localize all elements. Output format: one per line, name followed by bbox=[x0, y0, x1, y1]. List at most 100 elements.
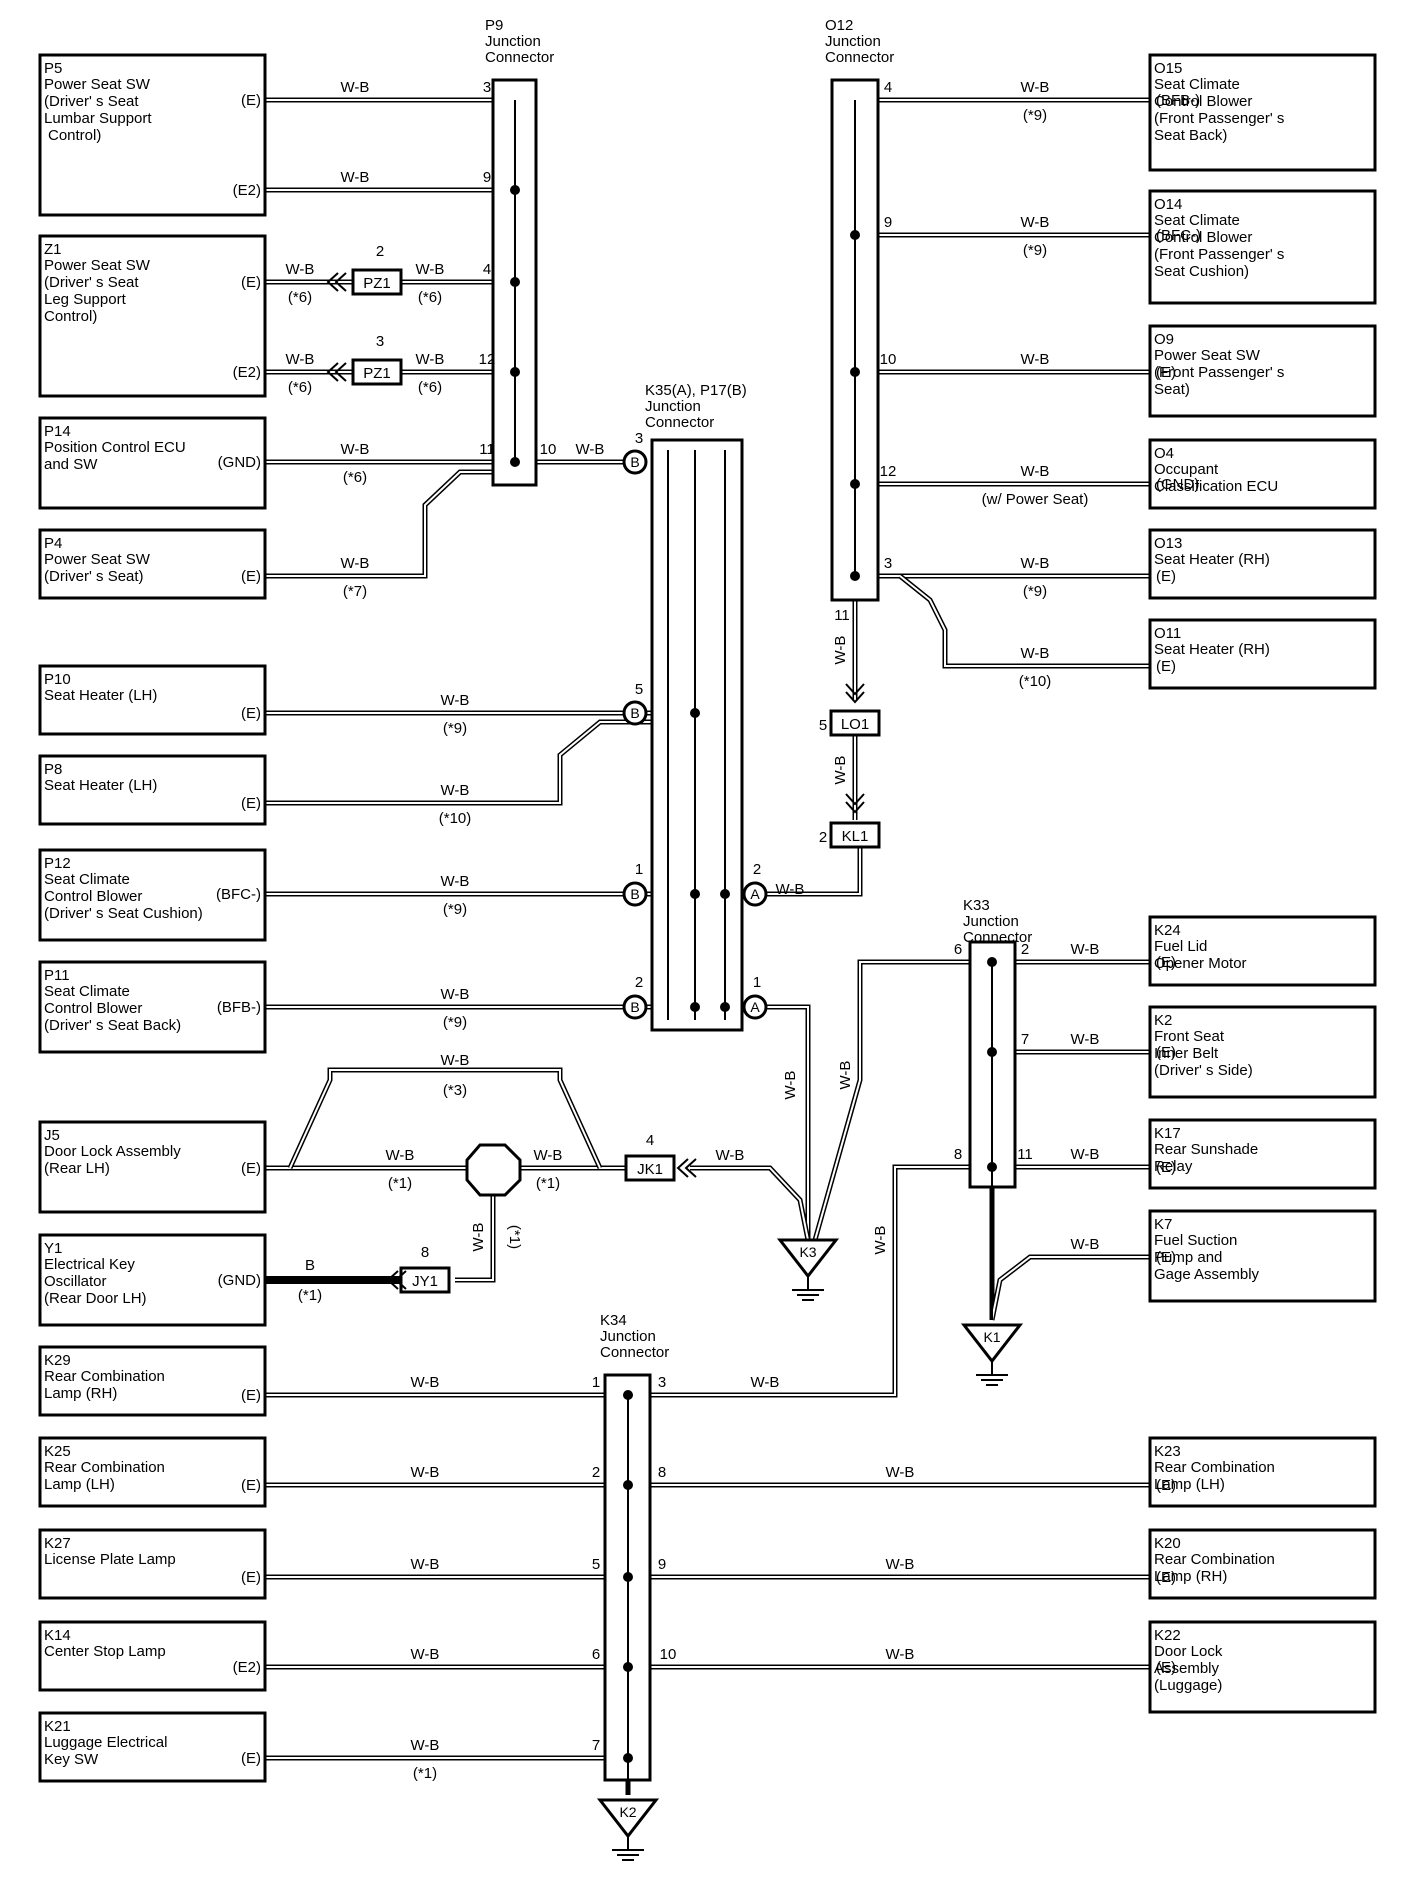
k34-splice bbox=[623, 1572, 633, 1582]
pin-number: 2 bbox=[753, 861, 761, 878]
component-label-k17: Relay bbox=[1154, 1158, 1193, 1175]
pin-number: 10 bbox=[660, 1646, 677, 1663]
wire-label-vertical: W-B bbox=[837, 1061, 854, 1090]
note-label: (*9) bbox=[1023, 107, 1047, 124]
wire-label: W-B bbox=[751, 1374, 780, 1391]
component-code-p10: P10 bbox=[44, 671, 71, 688]
pin-number: 6 bbox=[592, 1646, 600, 1663]
pin-label-k21: (E) bbox=[241, 1750, 261, 1767]
component-label-k7: Gage Assembly bbox=[1154, 1266, 1260, 1283]
component-code-p11: P11 bbox=[44, 967, 70, 984]
component-label-k22: Door Lock bbox=[1154, 1643, 1223, 1660]
wire-label-vertical: W-B bbox=[872, 1226, 889, 1255]
pin-number: 12 bbox=[880, 463, 897, 480]
pin-number: 3 bbox=[635, 430, 643, 447]
note-label: (*1) bbox=[536, 1175, 560, 1192]
component-label-p11: Seat Climate bbox=[44, 983, 130, 1000]
component-code-k20: K20 bbox=[1154, 1535, 1181, 1552]
component-code-k25: K25 bbox=[44, 1443, 71, 1460]
pin-number: 5 bbox=[819, 717, 827, 734]
component-label-o15: Seat Back) bbox=[1154, 127, 1227, 144]
wire-jk1-k3 bbox=[690, 1165, 811, 1241]
connector-pz1-b-label: PZ1 bbox=[363, 365, 391, 382]
wire-label: W-B bbox=[341, 169, 370, 186]
wire-label: W-B bbox=[416, 261, 445, 278]
wire-label: W-B bbox=[886, 1556, 915, 1573]
k35-splice bbox=[720, 1002, 730, 1012]
component-k7 bbox=[1148, 1209, 1377, 1303]
connector-kl1 bbox=[829, 821, 881, 849]
component-code-k21: K21 bbox=[44, 1718, 71, 1735]
arrow-jy1 bbox=[394, 1270, 407, 1290]
component-code-o11: O11 bbox=[1154, 625, 1181, 642]
component-code-p14: P14 bbox=[44, 423, 71, 440]
component-label-z1: Leg Support bbox=[44, 291, 127, 308]
component-code-k17: K17 bbox=[1154, 1125, 1181, 1142]
component-label-k7: Pump and bbox=[1154, 1249, 1222, 1266]
wire-label: W-B bbox=[1071, 1031, 1100, 1048]
component-label-o15: (Front Passenger' s bbox=[1154, 110, 1284, 127]
wire-label: W-B bbox=[411, 1646, 440, 1663]
component-k21 bbox=[38, 1711, 267, 1783]
ground-k3 bbox=[776, 1238, 840, 1279]
component-code-k7: K7 bbox=[1154, 1216, 1172, 1233]
k34-splice bbox=[623, 1480, 633, 1490]
component-label-y1: (Rear Door LH) bbox=[44, 1290, 147, 1307]
component-label-j5: Door Lock Assembly bbox=[44, 1143, 181, 1160]
wire-label: W-B bbox=[411, 1374, 440, 1391]
wire-k35-a2-core bbox=[755, 840, 861, 895]
junction-title-k34: K34 bbox=[600, 1312, 627, 1329]
component-label-o9: Seat) bbox=[1154, 381, 1190, 398]
k35-pin-b5 bbox=[622, 700, 648, 726]
note-label: (*6) bbox=[343, 469, 367, 486]
junction-title-k35: Junction bbox=[645, 398, 701, 415]
component-o15 bbox=[1148, 53, 1377, 172]
component-code-j5: J5 bbox=[44, 1127, 60, 1144]
component-code-k22: K22 bbox=[1154, 1627, 1181, 1644]
pin-number: 8 bbox=[954, 1146, 962, 1163]
component-code-k2: K2 bbox=[1154, 1012, 1172, 1029]
component-label-z1: Power Seat SW bbox=[44, 257, 151, 274]
component-label-k23: Lamp (LH) bbox=[1154, 1476, 1225, 1493]
wire-label: W-B bbox=[441, 782, 470, 799]
p9-splice bbox=[510, 185, 520, 195]
pin-label-p5: (E2) bbox=[233, 182, 261, 199]
note-label: (*10) bbox=[1019, 673, 1052, 690]
component-label-p11: Control Blower bbox=[44, 1000, 142, 1017]
component-label-k23: Rear Combination bbox=[1154, 1459, 1275, 1476]
k35-pin-b1 bbox=[622, 881, 648, 907]
k33-splice bbox=[987, 957, 997, 967]
component-code-k24: K24 bbox=[1154, 922, 1181, 939]
component-code-p5: P5 bbox=[44, 60, 62, 77]
note-vertical: (*1) bbox=[506, 1225, 523, 1249]
pin-label-k7: (E) bbox=[1156, 1249, 1176, 1266]
arrow-pz1-b bbox=[326, 362, 339, 382]
component-o13 bbox=[1148, 528, 1377, 600]
p9-splice bbox=[510, 457, 520, 467]
pin-label-k14: (E2) bbox=[233, 1659, 261, 1676]
component-label-o14: Seat Cushion) bbox=[1154, 263, 1249, 280]
wire-label: W-B bbox=[286, 351, 315, 368]
wire-label: W-B bbox=[1021, 645, 1050, 662]
connector-pz1-a bbox=[351, 268, 403, 296]
note-label: (*6) bbox=[288, 289, 312, 306]
component-code-o13: O13 bbox=[1154, 535, 1182, 552]
component-label-p12: Seat Climate bbox=[44, 871, 130, 888]
connector-kl1-label: KL1 bbox=[842, 828, 869, 845]
wire-label: W-B bbox=[1071, 941, 1100, 958]
arrow-jk1 bbox=[676, 1158, 689, 1178]
note-label: (*3) bbox=[443, 1082, 467, 1099]
pin-number: 8 bbox=[658, 1464, 666, 1481]
note-label: (*7) bbox=[343, 583, 367, 600]
pin-number: 3 bbox=[483, 79, 491, 96]
wire-label: W-B bbox=[441, 692, 470, 709]
component-label-p5: Control) bbox=[48, 127, 101, 144]
pin-label-k20: (E) bbox=[1156, 1569, 1176, 1586]
pin-number: 2 bbox=[635, 974, 643, 991]
wire-label-vertical: W-B bbox=[470, 1223, 487, 1252]
component-label-p5: (Driver' s Seat bbox=[44, 93, 139, 110]
k35-pin-a1 bbox=[742, 994, 768, 1020]
pin-label-p5: (E) bbox=[241, 92, 261, 109]
connector-pz1-a-label: PZ1 bbox=[363, 275, 391, 292]
connector-jy1-label: JY1 bbox=[412, 1273, 438, 1290]
